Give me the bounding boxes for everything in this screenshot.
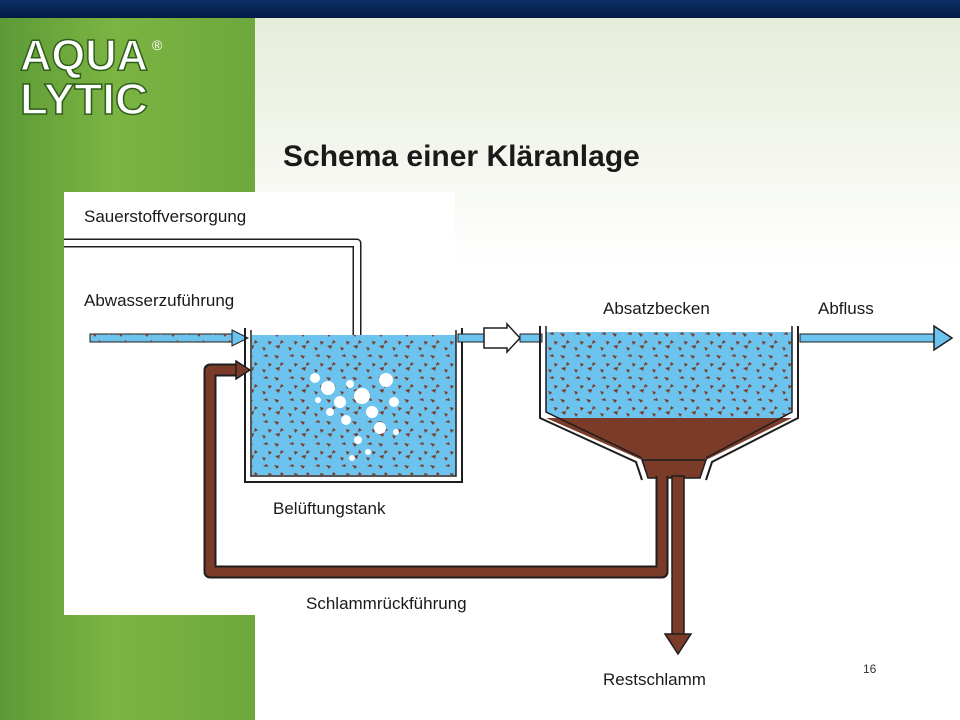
aqualytic-logo: AQUA LYTIC ® — [19, 30, 163, 120]
label-wastewater-inflow: Abwasserzuführung — [84, 291, 235, 310]
air-bubbles — [310, 373, 399, 461]
label-outflow: Abfluss — [818, 299, 874, 318]
excess-sludge-pipe — [663, 475, 693, 656]
outflow-arrow — [799, 324, 954, 352]
top-bar — [0, 0, 960, 18]
label-excess-sludge: Restschlamm — [603, 670, 706, 689]
wastewater-inflow-arrow — [89, 329, 250, 347]
settling-tank — [539, 326, 799, 481]
slide-title: Schema einer Kläranlage — [283, 140, 640, 173]
label-oxygen-supply: Sauerstoffversorgung — [84, 207, 247, 226]
transfer-flow-arrow — [457, 322, 543, 354]
label-aeration-tank: Belüftungstank — [273, 499, 386, 518]
label-sludge-return: Schlammrückführung — [306, 594, 467, 613]
aeration-tank — [244, 328, 463, 483]
page-number: 16 — [863, 662, 877, 676]
logo-line-1: AQUA — [20, 31, 148, 80]
label-settling-tank: Absatzbecken — [603, 299, 710, 318]
logo-registered-mark: ® — [152, 37, 163, 53]
sludge-return-pipe — [203, 359, 669, 579]
logo-line-2: LYTIC — [20, 75, 148, 120]
